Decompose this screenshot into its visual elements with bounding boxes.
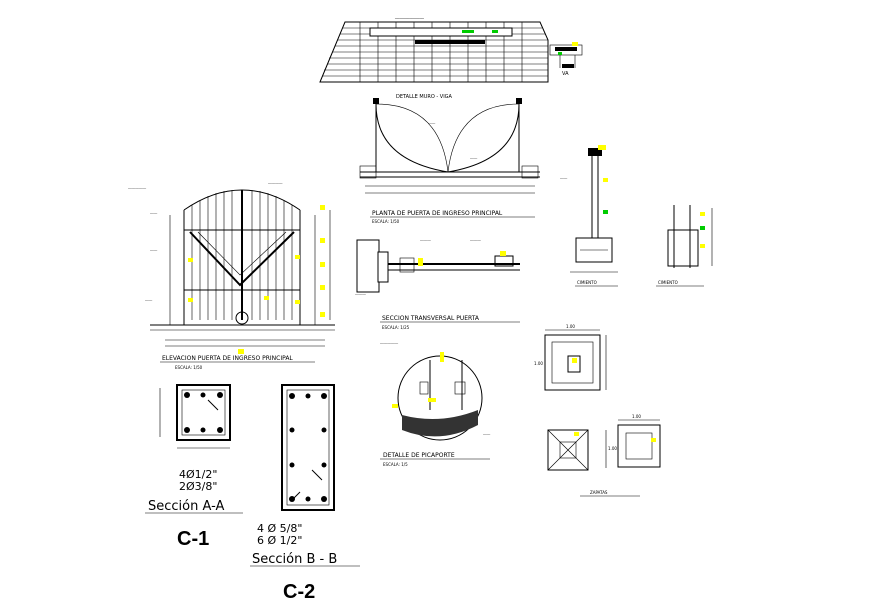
plan-top-label: DETALLE MURO - VIGA xyxy=(396,94,453,100)
gate-elevation: ────────── ──────── ──── ──── ──── ELEVA… xyxy=(127,182,335,370)
cimiento-label-1: CIMIENTO xyxy=(577,280,597,285)
dim-b-left: 1.00 xyxy=(608,446,617,451)
section-title: SECCION TRANSVERSAL PUERTA xyxy=(382,315,480,322)
svg-text:──────: ────── xyxy=(469,239,481,243)
column-c2: 4 Ø 5/8" 6 Ø 1/2" Sección B - B C-2 xyxy=(250,384,360,603)
foundation-detail-1: ──── CIMIENTO xyxy=(559,145,618,287)
svg-text:──────────: ────────── xyxy=(127,187,146,191)
lock-scale: ESCALA: 1/5 xyxy=(383,462,408,467)
lock-title: DETALLE DE PICAPORTE xyxy=(383,452,455,459)
plan-title: PLANTA DE PUERTA DE INGRESO PRINCIPAL xyxy=(372,210,503,217)
svg-text:────: ──── xyxy=(559,177,567,181)
svg-text:────: ──── xyxy=(469,157,477,161)
c2-section-label: Sección B - B xyxy=(252,552,337,567)
svg-text:──────: ────── xyxy=(354,293,366,297)
c1-bars-2: 2Ø3/8" xyxy=(179,480,217,493)
gate-cross-section: ────── ────── ────── SECCION TRANSVERSAL… xyxy=(354,239,520,330)
footing-plan-large: 1.00 1.00 xyxy=(534,324,607,391)
section-scale: ESCALA: 1/25 xyxy=(382,325,410,330)
lock-detail: ────────── ──── DETALLE DE PICAPORTE ESC… xyxy=(379,342,490,467)
c2-bars-2: 6 Ø 1/2" xyxy=(257,534,302,547)
svg-text:──────────: ────────── xyxy=(379,342,398,346)
c2-bars-1: 4 Ø 5/8" xyxy=(257,522,302,535)
gate-plan: DETALLE MURO - VIGA ──── ──── PLANTA DE … xyxy=(359,94,540,224)
dim-left: 1.00 xyxy=(534,361,543,366)
column-c1: 4Ø1/2" 2Ø3/8" Sección A-A C-1 xyxy=(145,384,243,550)
svg-text:────: ──── xyxy=(149,249,157,253)
zapatas-label: ZAPATAS xyxy=(590,490,608,495)
svg-text:────────: ──────── xyxy=(267,182,283,186)
cimiento-label-2: CIMIENTO xyxy=(658,280,678,285)
dim-top: 1.00 xyxy=(566,324,575,329)
svg-text:────────────: ──────────── xyxy=(394,16,424,21)
svg-text:────: ──── xyxy=(482,433,490,437)
c1-name: C-1 xyxy=(177,528,209,550)
svg-text:────: ──── xyxy=(149,212,157,216)
dim-b-top: 1.00 xyxy=(632,414,641,419)
wall-beam-detail: ──────────── xyxy=(319,16,549,83)
c1-section-label: Sección A-A xyxy=(148,499,224,514)
va-label: VA xyxy=(562,71,569,77)
elevation-title: ELEVACION PUERTA DE INGRESO PRINCIPAL xyxy=(162,355,293,362)
c2-name: C-2 xyxy=(283,581,315,603)
svg-text:────: ──── xyxy=(144,299,152,303)
plan-scale: ESCALA: 1/50 xyxy=(372,219,400,224)
footing-plan-small-a xyxy=(547,429,589,471)
svg-text:──────: ────── xyxy=(419,239,431,243)
elevation-scale: ESCALA: 1/50 xyxy=(175,365,203,370)
va-detail: VA xyxy=(549,42,583,77)
footing-plan-small-b: 1.00 1.00 ZAPATAS xyxy=(580,414,661,497)
c1-bars-1: 4Ø1/2" xyxy=(179,468,217,481)
foundation-detail-2: CIMIENTO xyxy=(656,205,713,287)
svg-text:────: ──── xyxy=(427,122,435,126)
